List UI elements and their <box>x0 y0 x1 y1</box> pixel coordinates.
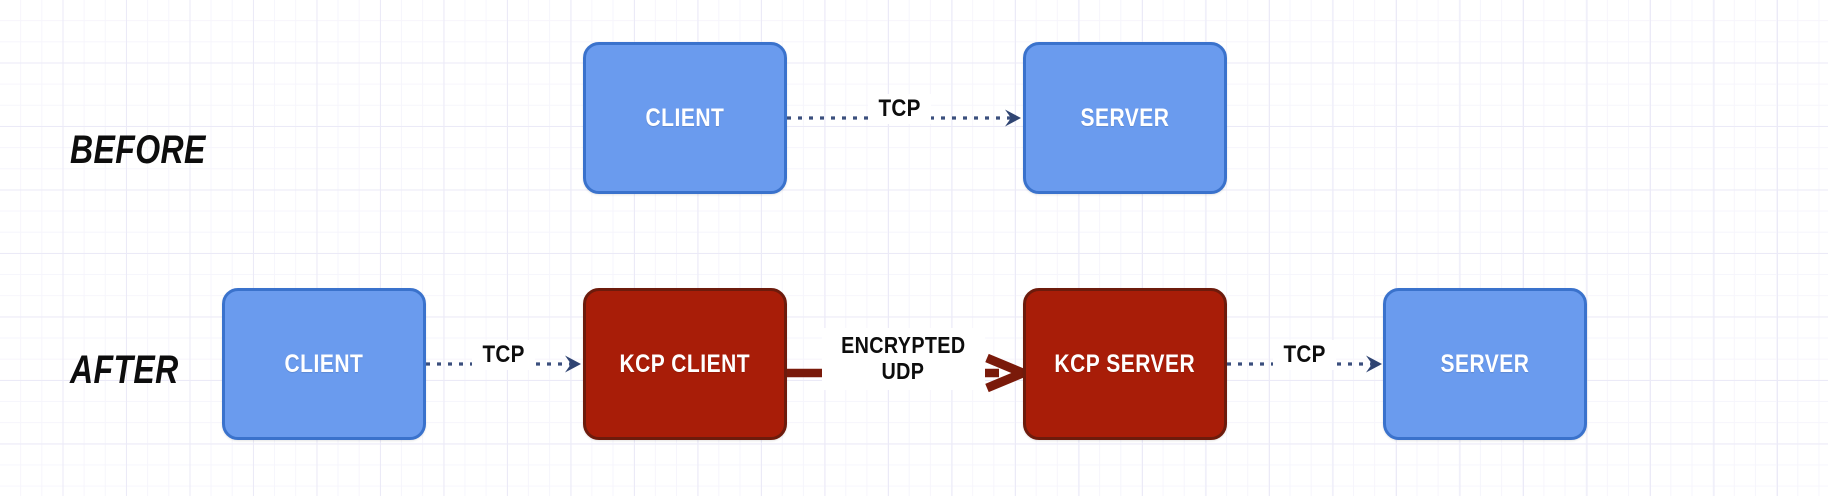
connector-label-before-tcp-text: TCP <box>878 94 921 122</box>
connector-label-after-tcp-left-text: TCP <box>482 340 525 368</box>
node-after-client[interactable]: CLIENT <box>222 288 426 440</box>
node-after-kcp-server-label: KCP SERVER <box>1054 349 1196 378</box>
node-before-client-label: CLIENT <box>645 103 725 132</box>
node-after-kcp-client-label: KCP CLIENT <box>619 349 751 378</box>
arrowhead-icon <box>1366 355 1382 373</box>
arrowhead-icon <box>565 355 581 373</box>
connector-label-after-tcp-left: TCP <box>472 340 536 370</box>
node-after-kcp-server[interactable]: KCP SERVER <box>1023 288 1227 440</box>
connector-label-before-tcp: TCP <box>868 94 932 124</box>
connector-label-encrypted-udp: ENCRYPTED UDP <box>822 328 985 390</box>
connector-label-after-tcp-right-text: TCP <box>1283 340 1326 368</box>
node-after-server-label: SERVER <box>1440 349 1530 378</box>
connector-after-client-to-kcpclient[interactable] <box>426 354 583 373</box>
row-label-before: BEFORE <box>70 128 206 172</box>
node-before-server[interactable]: SERVER <box>1023 42 1227 194</box>
connector-after-kcpserver-to-server[interactable] <box>1227 354 1384 373</box>
node-after-client-label: CLIENT <box>284 349 364 378</box>
row-label-after: AFTER <box>70 348 179 392</box>
connector-label-encrypted-udp-line2: UDP <box>881 358 925 384</box>
node-after-server[interactable]: SERVER <box>1383 288 1587 440</box>
connector-label-encrypted-udp-line1: ENCRYPTED <box>841 332 966 359</box>
node-before-server-label: SERVER <box>1080 103 1170 132</box>
node-before-client[interactable]: CLIENT <box>583 42 787 194</box>
connector-label-after-tcp-right: TCP <box>1273 340 1337 370</box>
node-after-kcp-client[interactable]: KCP CLIENT <box>583 288 787 440</box>
arrowhead-icon <box>1005 109 1021 127</box>
